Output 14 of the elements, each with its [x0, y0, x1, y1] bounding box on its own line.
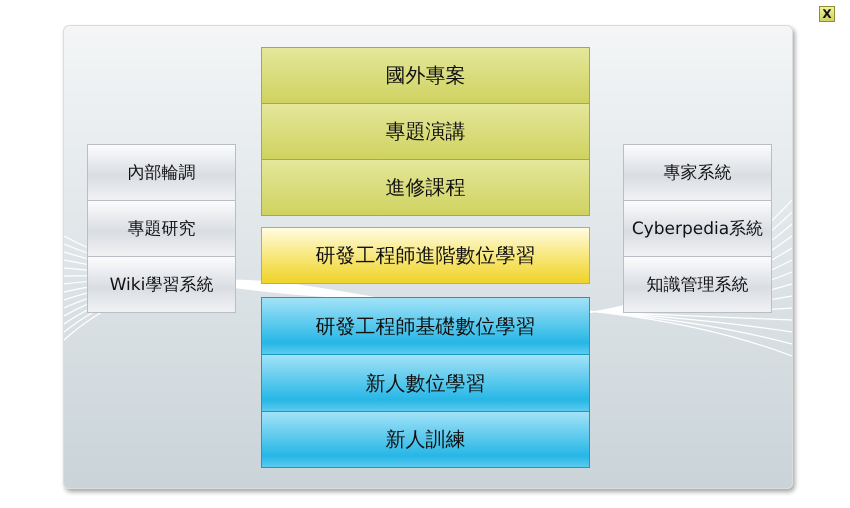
system-box: Cyberpedia系統: [623, 200, 772, 257]
system-box: 專題研究: [87, 200, 236, 257]
program-box: 新人數位學習: [261, 354, 590, 412]
system-box: 專家系統: [623, 144, 772, 201]
program-box: 國外專案: [261, 47, 590, 104]
program-box: 新人訓練: [261, 411, 590, 468]
close-button: X: [819, 6, 835, 22]
system-box: 內部輪調: [87, 144, 236, 201]
program-box: 研發工程師進階數位學習: [261, 227, 590, 284]
program-box: 專題演講: [261, 103, 590, 160]
system-box: Wiki學習系統: [87, 256, 236, 313]
program-box: 研發工程師基礎數位學習: [261, 297, 590, 355]
system-box: 知識管理系統: [623, 256, 772, 313]
program-box: 進修課程: [261, 159, 590, 216]
